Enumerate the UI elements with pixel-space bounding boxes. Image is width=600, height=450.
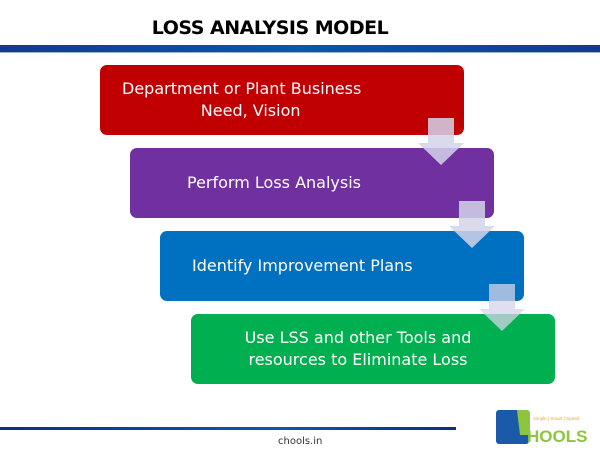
footer-site: chools.in xyxy=(278,436,323,447)
step-4-line2: resources to Eliminate Loss xyxy=(248,350,468,369)
step-3-box: Identify Improvement Plans xyxy=(160,231,524,301)
step-3-label: Identify Improvement Plans xyxy=(192,256,413,275)
step-4-box: Use LSS and other Tools and resources to … xyxy=(191,314,555,384)
down-arrow-icon xyxy=(449,201,495,248)
down-arrow-icon xyxy=(479,284,525,331)
step-2-box: Perform Loss Analysis xyxy=(130,148,494,218)
step-2-label: Perform Loss Analysis xyxy=(187,173,361,192)
svg-text:HOOLS: HOOLS xyxy=(527,427,587,446)
slide-title: LOSS ANALYSIS MODEL xyxy=(0,17,600,39)
footer-divider xyxy=(0,427,456,430)
step-1-line1: Department or Plant Business xyxy=(122,79,362,98)
step-4-line1: Use LSS and other Tools and xyxy=(244,328,472,347)
svg-text:Simple | Smart | Speed: Simple | Smart | Speed xyxy=(533,416,580,421)
header-divider xyxy=(0,45,600,53)
down-arrow-icon xyxy=(418,118,464,165)
step-1-line2: Need, Vision xyxy=(200,101,301,120)
chools-logo: Simple | Smart | Speed HOOLS xyxy=(496,410,587,446)
title-text: LOSS ANALYSIS MODEL xyxy=(151,17,389,39)
